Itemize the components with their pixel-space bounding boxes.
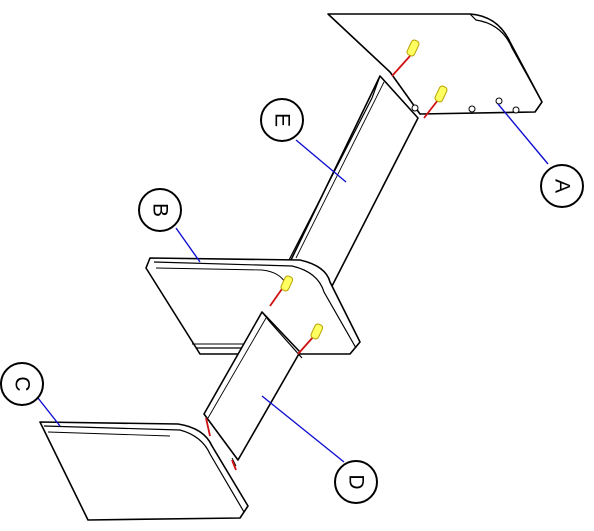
screw-icon (411, 104, 419, 112)
cam-fitting-icon (406, 39, 420, 57)
panel-d (203, 311, 303, 467)
connector-a-e (391, 39, 448, 119)
screw-icon (512, 106, 520, 114)
callout-e: E (260, 98, 304, 142)
callout-b-label: B (149, 203, 172, 217)
callout-a: A (540, 164, 584, 208)
cam-fitting-icon (280, 275, 294, 292)
cam-fitting-icon (310, 323, 324, 340)
callout-c: C (0, 362, 44, 406)
callout-d-label: D (345, 474, 368, 489)
screw-icon (495, 97, 503, 105)
screw-icon (468, 105, 476, 113)
connector-d-c (205, 417, 237, 471)
leader-line-d (261, 395, 345, 463)
leader-line-e (295, 139, 347, 183)
callout-b: B (138, 188, 182, 232)
leader-line-a (497, 103, 549, 165)
panel-a (327, 13, 543, 115)
cam-fitting-icon (434, 85, 448, 103)
callout-a-label: A (551, 179, 574, 193)
callout-c-label: C (11, 376, 34, 391)
leader-line-b (175, 227, 201, 263)
leader-line-c (37, 397, 61, 427)
connector-b-d (269, 275, 324, 355)
panel-e (287, 75, 419, 291)
panel-c (39, 421, 249, 521)
callout-d: D (334, 460, 378, 504)
panel-b (145, 257, 361, 355)
callout-e-label: E (271, 113, 294, 127)
